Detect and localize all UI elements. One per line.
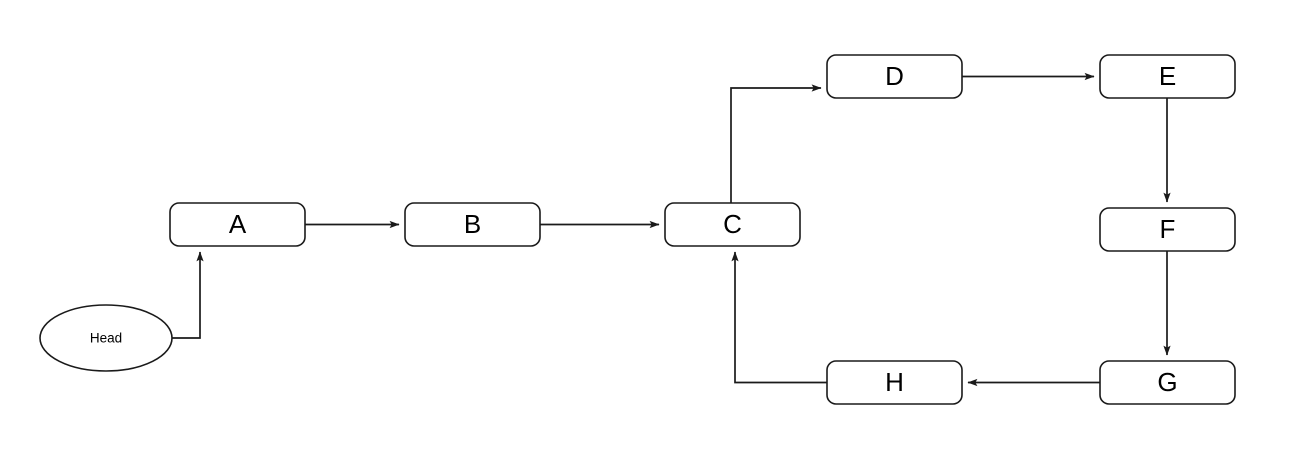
- node-A[interactable]: A: [169, 202, 306, 247]
- node-D[interactable]: D: [826, 54, 963, 99]
- node-layer: Head A B C D E F G H: [39, 54, 1236, 405]
- node-D-shape[interactable]: [826, 54, 963, 99]
- node-E-label: E: [1159, 61, 1176, 91]
- node-C-shape[interactable]: [664, 202, 801, 247]
- node-head[interactable]: Head: [39, 304, 173, 372]
- node-E-shape[interactable]: [1099, 54, 1236, 99]
- node-G[interactable]: G: [1099, 360, 1236, 405]
- node-G-label: G: [1157, 367, 1177, 397]
- node-H-label: H: [885, 367, 904, 397]
- edge-C-to-D: [730, 84, 822, 203]
- node-A-shape[interactable]: [169, 202, 306, 247]
- node-D-label: D: [885, 61, 904, 91]
- node-B-label: B: [464, 209, 481, 239]
- node-H[interactable]: H: [826, 360, 963, 405]
- node-A-label: A: [229, 209, 247, 239]
- node-F[interactable]: F: [1099, 207, 1236, 252]
- node-H-shape[interactable]: [826, 360, 963, 405]
- node-head-shape[interactable]: [39, 304, 173, 372]
- node-B-shape[interactable]: [404, 202, 541, 247]
- node-E[interactable]: E: [1099, 54, 1236, 99]
- node-C-label: C: [723, 209, 742, 239]
- node-F-label: F: [1160, 214, 1176, 244]
- node-C[interactable]: C: [664, 202, 801, 247]
- node-F-shape[interactable]: [1099, 207, 1236, 252]
- node-B[interactable]: B: [404, 202, 541, 247]
- node-head-label: Head: [90, 331, 122, 346]
- edge-H-to-C: [731, 251, 827, 384]
- edge-head-to-A: [172, 251, 204, 339]
- node-G-shape[interactable]: [1099, 360, 1236, 405]
- edge-layer: [172, 72, 1171, 387]
